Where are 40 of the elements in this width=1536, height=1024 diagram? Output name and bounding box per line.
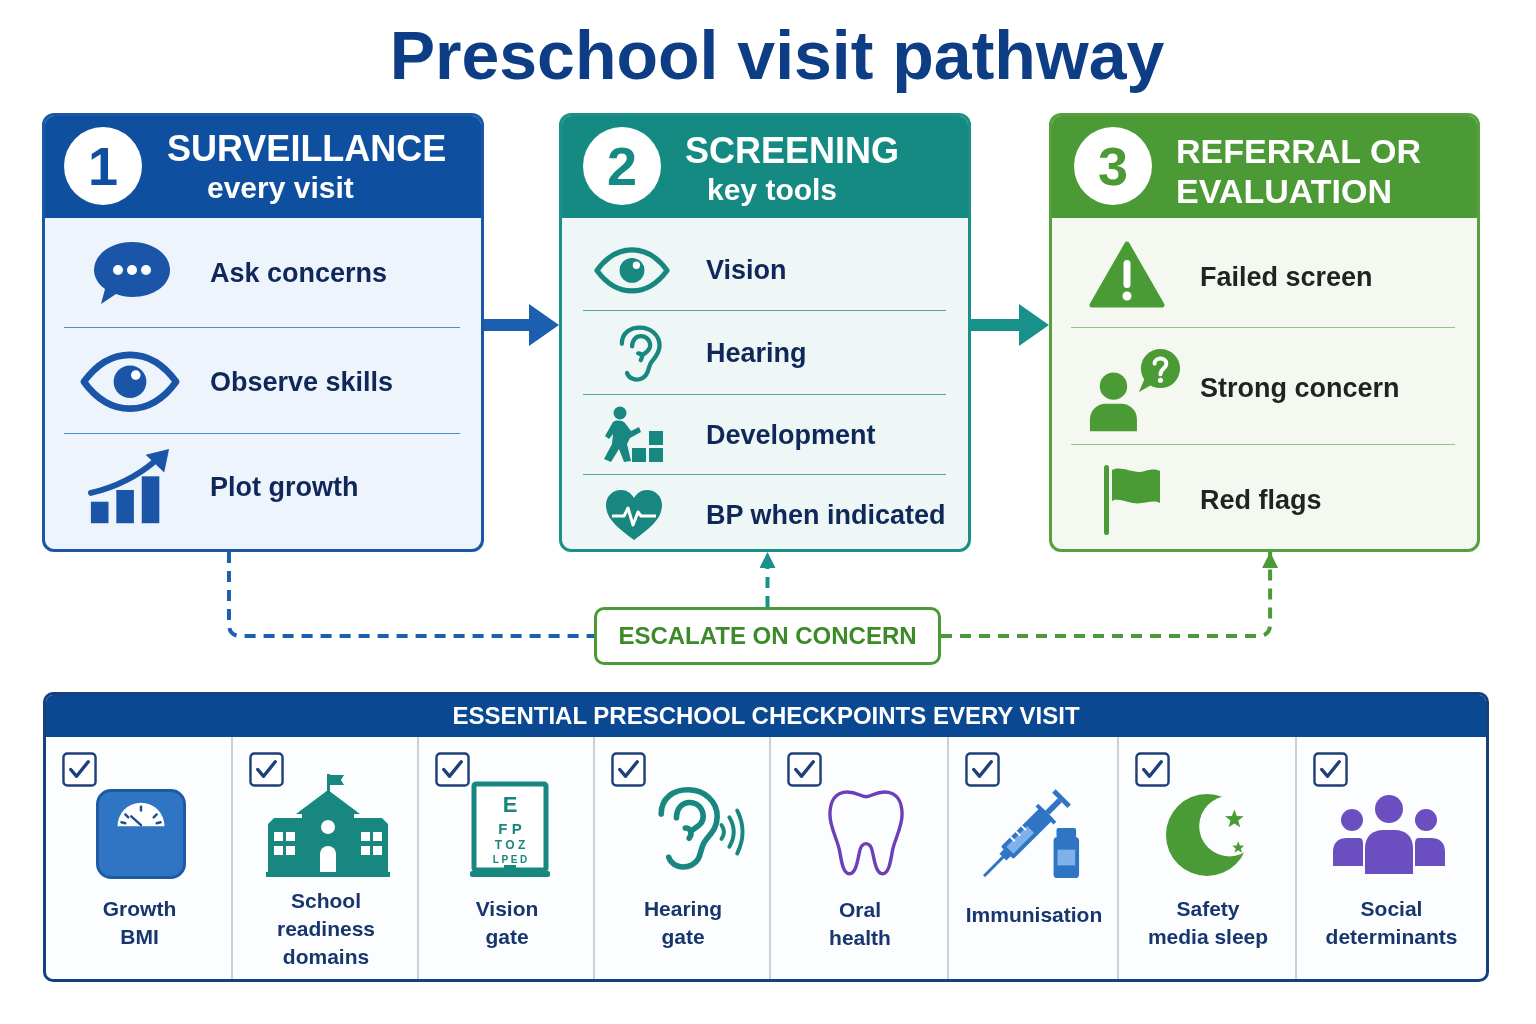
item-label: Red flags [1200, 484, 1322, 516]
checkpoint-label: Vision gate [474, 896, 540, 950]
step-panel [1049, 113, 1480, 552]
step-number: 2 [606, 137, 637, 195]
item-label: Plot growth [210, 471, 359, 503]
escalation-box [594, 607, 941, 665]
checkpoint-label: Immunisation [964, 902, 1104, 928]
item-label: Development [706, 419, 876, 451]
step-panel [42, 113, 484, 552]
checkpoint-label: Safety media sleep [1146, 896, 1270, 950]
checkpoint-label: Oral health [828, 897, 892, 951]
checkpoint-label: School readiness domains [275, 888, 377, 970]
checkpoint-label: Growth BMI [101, 896, 178, 950]
step-number: 3 [1097, 137, 1128, 195]
eye-chart-letters: E [502, 793, 518, 817]
escalation-label: ESCALATE ON CONCERN [618, 622, 917, 650]
item-label: Failed screen [1200, 261, 1373, 293]
item-label: Observe skills [210, 366, 394, 398]
step-heading: SCREENING [685, 131, 901, 171]
dashed-line [226, 552, 594, 638]
dashed-arrow [759, 552, 776, 607]
item-label: Ask concerns [210, 257, 388, 289]
checkpoint-label: Hearing gate [642, 896, 724, 950]
step-heading: REFERRAL OR EVALUATION [1176, 131, 1422, 211]
item-label: Strong concern [1200, 372, 1400, 404]
step-heading: SURVEILLANCE [167, 129, 448, 169]
checkpoint-label: Social determinants [1324, 896, 1459, 950]
checklist-panel [43, 692, 1489, 982]
dashed-arrow [941, 552, 1279, 638]
item-label: Vision [706, 254, 787, 286]
item-label: BP when indicated [706, 499, 946, 531]
checklist-heading: ESSENTIAL PRESCHOOL CHECKPOINTS EVERY VISIT [452, 701, 1080, 731]
eye-chart-letters: F P [498, 819, 522, 837]
step-subheading: key tools [707, 173, 839, 207]
step-subheading: every visit [207, 171, 355, 205]
step-number: 1 [87, 137, 118, 195]
eye-chart-letters: T O Z [494, 838, 526, 852]
item-label: Hearing [706, 337, 807, 369]
step-panel [559, 113, 971, 552]
eye-chart-letters: L P E D [492, 853, 528, 865]
